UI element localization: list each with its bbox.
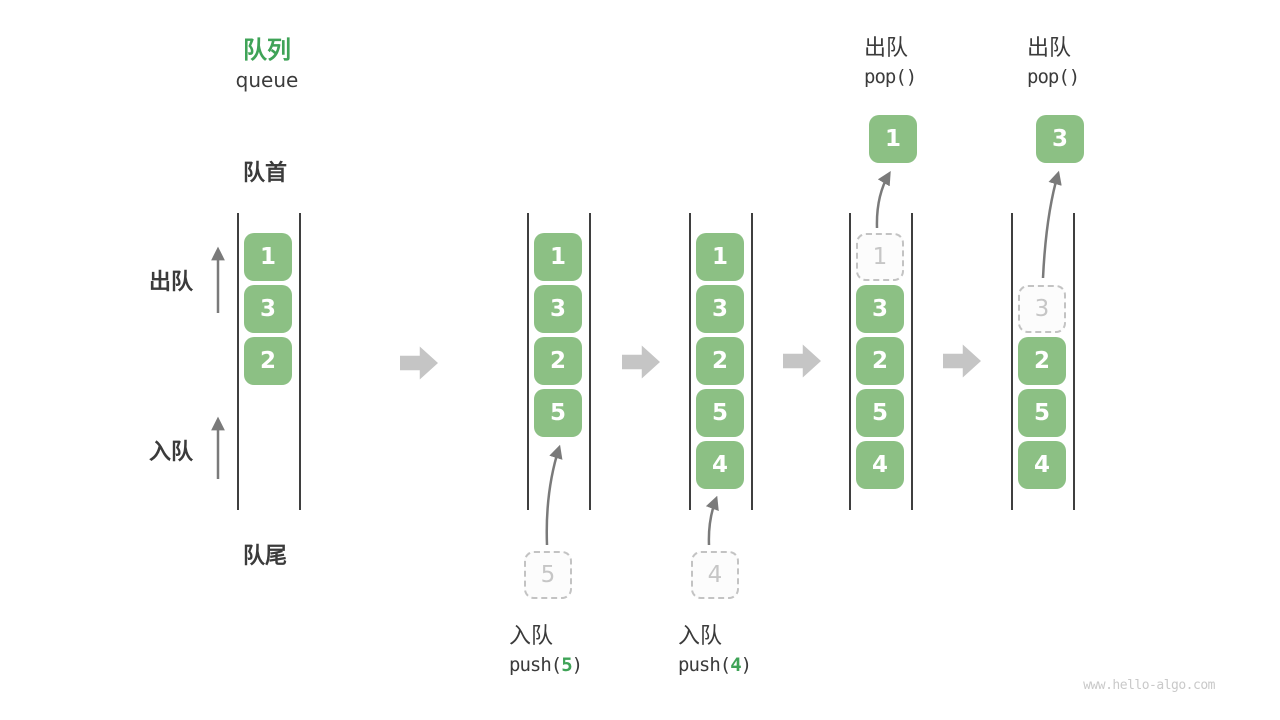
- dequeue-side-label: 出队: [149, 270, 194, 295]
- state-pop3-slot-2-box: 2: [1018, 337, 1066, 385]
- state-pop3-op-code: pop(): [1027, 66, 1080, 88]
- state-push4-slot-4-box: 4: [696, 441, 744, 489]
- state-push5-pending-ghost-box: 5: [524, 551, 572, 599]
- state-pop3-slot-4-box: 4: [1018, 441, 1066, 489]
- diagram-title-en: queue: [235, 68, 299, 92]
- queue-rear-label: 队尾: [243, 544, 288, 569]
- state-pop1-popped-box: 1: [869, 115, 917, 163]
- state-push5-op-code-part-0: push(: [509, 654, 562, 676]
- next-state-arrow-icon-2: [622, 345, 660, 379]
- state-pop3-op-code-part-2: ): [1068, 66, 1080, 88]
- enqueue-side-label: 入队: [149, 440, 194, 465]
- state-push4-slot-2-box: 2: [696, 337, 744, 385]
- state-initial-slot-0-box: 1: [244, 233, 292, 281]
- state-pop1-slot-3-box: 5: [856, 389, 904, 437]
- state-push4-op-code-part-0: push(: [678, 654, 731, 676]
- state-pop3-op-code-part-0: pop(: [1027, 66, 1070, 88]
- state-pop1-left-wall: [849, 213, 851, 510]
- state-pop1-op-code-part-2: ): [905, 66, 917, 88]
- state-push5-op-code-part-2: ): [571, 654, 583, 676]
- state-push5-left-wall: [527, 213, 529, 510]
- state-push4-right-wall: [751, 213, 753, 510]
- state-initial-slot-2-box: 2: [244, 337, 292, 385]
- state-push5-op-code: push(5): [509, 654, 583, 676]
- state-push4-pending-ghost-box: 4: [691, 551, 739, 599]
- state-push5-op-code-part-1: 5: [561, 654, 572, 676]
- next-state-arrow-icon-4: [943, 344, 981, 378]
- state-push5-slot-3-box: 5: [534, 389, 582, 437]
- state-push5-right-wall: [589, 213, 591, 510]
- state-initial-left-wall: [237, 213, 239, 510]
- watermark: www.hello-algo.com: [1083, 678, 1215, 693]
- diagram-title-cn: 队列: [243, 36, 291, 64]
- state-push4-slot-3-box: 5: [696, 389, 744, 437]
- state-pop1-slot-4-box: 4: [856, 441, 904, 489]
- state-initial-slot-1-box: 3: [244, 285, 292, 333]
- state-pop1-op-label: 出队: [864, 36, 909, 61]
- state-push4-slot-1-box: 3: [696, 285, 744, 333]
- state-pop3-slot-3-box: 5: [1018, 389, 1066, 437]
- next-state-arrow-icon-1: [400, 346, 438, 380]
- state-push4-slot-0-box: 1: [696, 233, 744, 281]
- state-push5-slot-2-box: 2: [534, 337, 582, 385]
- state-pop3-left-wall: [1011, 213, 1013, 510]
- state-push4-op-code-part-1: 4: [730, 654, 741, 676]
- state-push4-op-code-part-2: ): [740, 654, 752, 676]
- state-push5-op-label: 入队: [509, 624, 554, 649]
- state-pop3-slot-1-ghost-box: 3: [1018, 285, 1066, 333]
- state-push4-left-wall: [689, 213, 691, 510]
- state-push4-op-label: 入队: [678, 624, 723, 649]
- state-pop1-op-code-part-0: pop(: [864, 66, 907, 88]
- state-pop1-slot-0-ghost-box: 1: [856, 233, 904, 281]
- state-pop1-slot-2-box: 2: [856, 337, 904, 385]
- state-pop3-popped-box: 3: [1036, 115, 1084, 163]
- state-pop3-op-label: 出队: [1027, 36, 1072, 61]
- state-push5-slot-1-box: 3: [534, 285, 582, 333]
- state-pop1-slot-1-box: 3: [856, 285, 904, 333]
- state-initial-right-wall: [299, 213, 301, 510]
- state-pop1-op-code: pop(): [864, 66, 917, 88]
- queue-front-label: 队首: [243, 161, 288, 186]
- state-pop1-right-wall: [911, 213, 913, 510]
- state-push5-slot-0-box: 1: [534, 233, 582, 281]
- state-pop3-right-wall: [1073, 213, 1075, 510]
- next-state-arrow-icon-3: [783, 344, 821, 378]
- state-push4-op-code: push(4): [678, 654, 752, 676]
